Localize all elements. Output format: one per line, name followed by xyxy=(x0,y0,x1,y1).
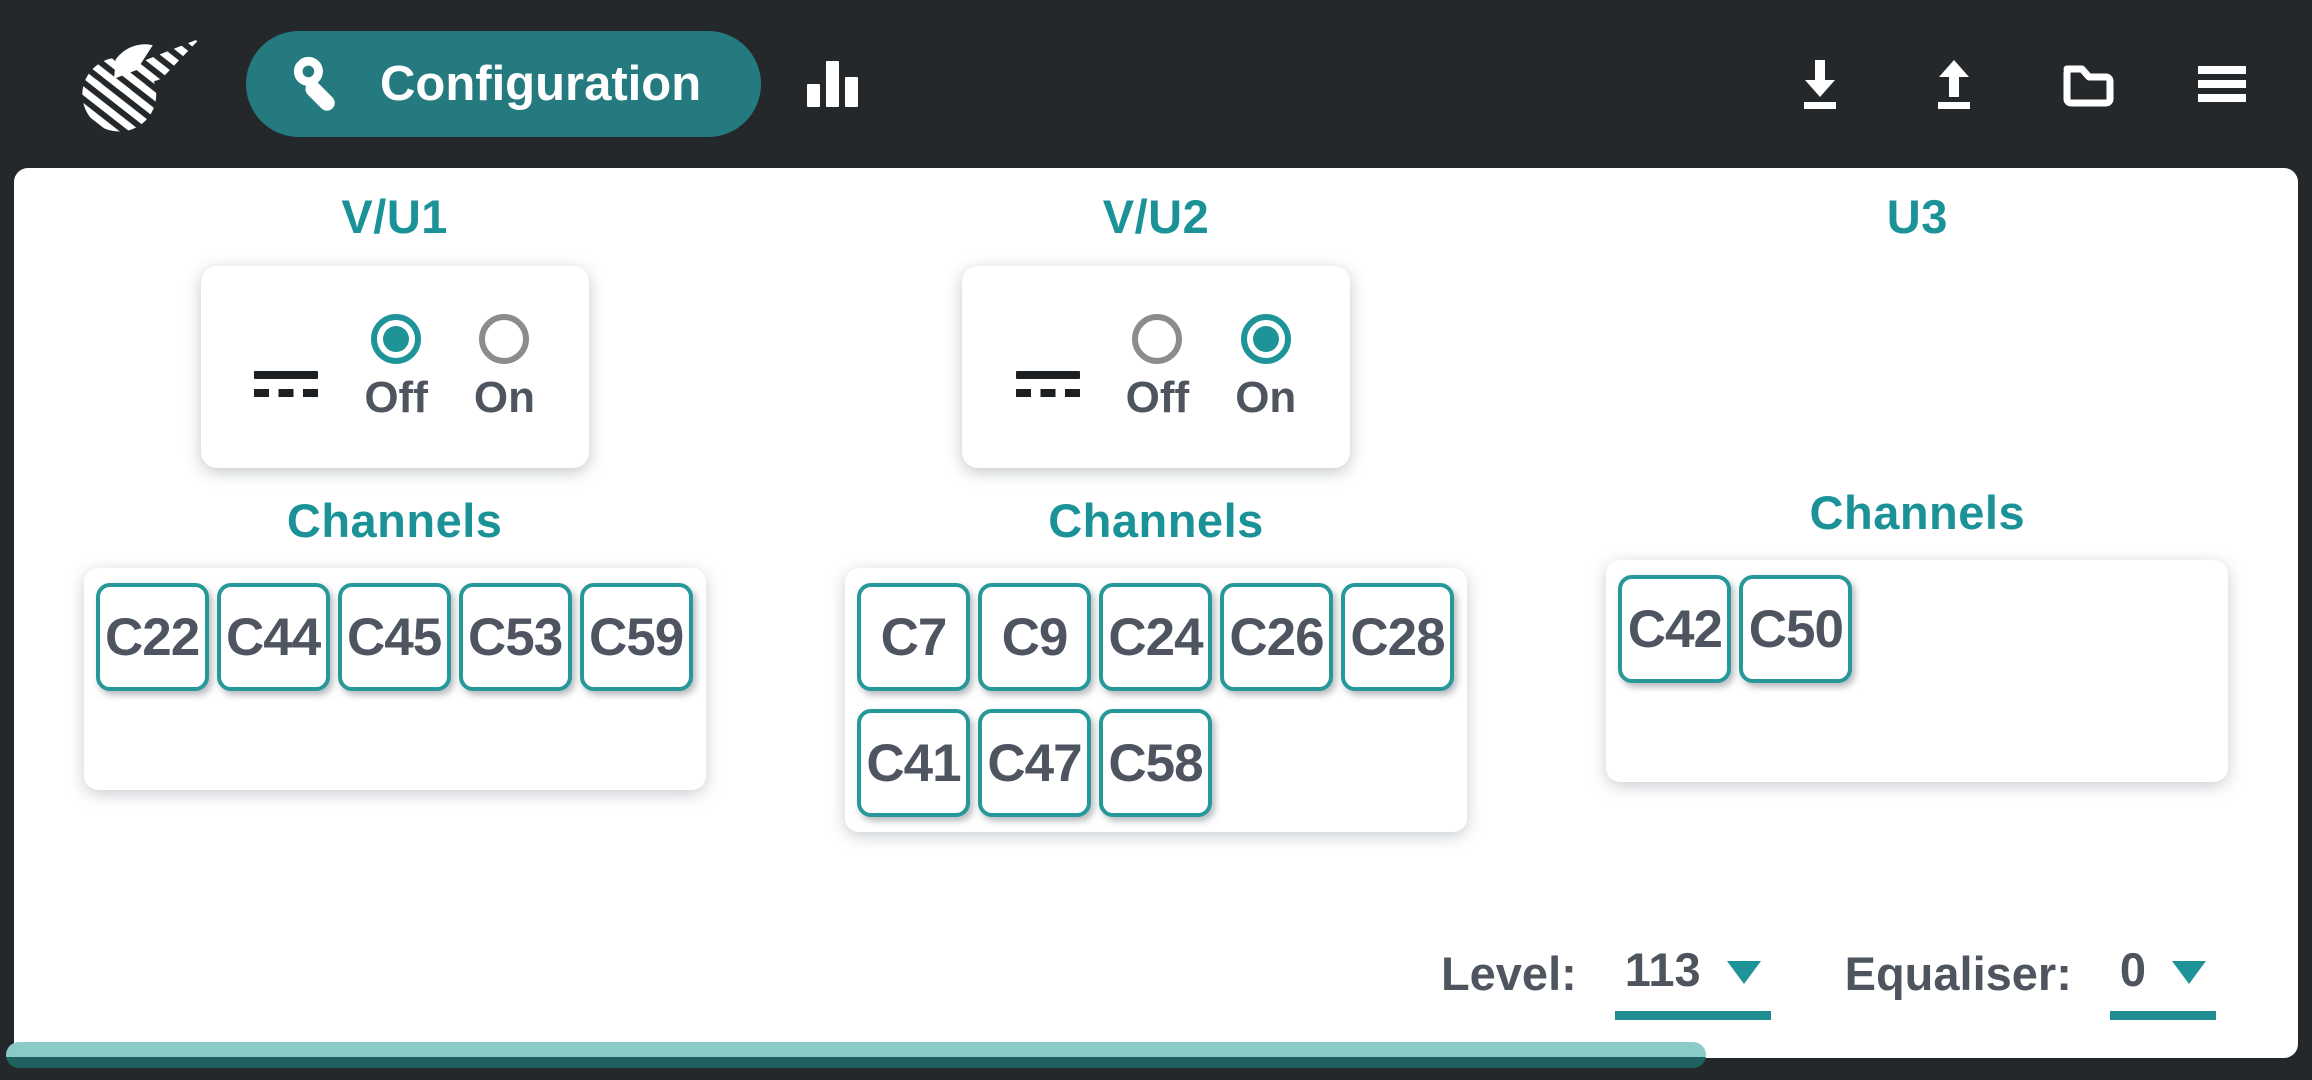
level-dropdown[interactable]: 113 xyxy=(1614,943,1771,1020)
power-card-placeholder xyxy=(1912,242,1922,488)
channel-button[interactable]: C59 xyxy=(579,583,693,691)
input-columns: V/U1 Off On Channels C22 C44 xyxy=(14,168,2298,832)
channels-title: Channels xyxy=(1048,494,1264,547)
radio-on-label: On xyxy=(473,373,535,422)
level-label: Level: xyxy=(1440,947,1577,1000)
channel-button[interactable]: C26 xyxy=(1219,583,1333,691)
column-title: U3 xyxy=(1886,190,1948,243)
channel-button[interactable]: C42 xyxy=(1618,575,1732,683)
radio-off-label: Off xyxy=(364,373,428,422)
channel-button[interactable]: C47 xyxy=(977,709,1091,817)
channels-title: Channels xyxy=(286,494,503,547)
column-title: V/U1 xyxy=(341,190,448,243)
brand-logo xyxy=(82,38,201,132)
configuration-button[interactable]: Configuration xyxy=(246,31,762,137)
channel-button[interactable]: C28 xyxy=(1340,583,1454,691)
header-actions xyxy=(1792,56,2250,112)
bar-chart-icon[interactable] xyxy=(807,61,859,107)
horizontal-scrollbar-thumb[interactable] xyxy=(6,1042,1706,1068)
equaliser-label: Equaliser: xyxy=(1844,947,2072,1000)
column-title: V/U2 xyxy=(1102,190,1210,243)
radio-on[interactable] xyxy=(479,314,530,364)
bar-chart-bar xyxy=(826,61,840,107)
level-value: 113 xyxy=(1624,943,1701,996)
channel-button[interactable]: C58 xyxy=(1098,709,1212,817)
power-on-option[interactable]: On xyxy=(474,314,535,420)
channel-button[interactable]: C9 xyxy=(977,583,1091,691)
configuration-label: Configuration xyxy=(380,57,702,111)
equaliser-value: 0 xyxy=(2119,943,2146,996)
chevron-down-icon xyxy=(1726,961,1761,984)
column-vu2: V/U2 Off On Channels C7 C9 C2 xyxy=(775,192,1536,832)
channel-button[interactable]: C7 xyxy=(856,583,970,691)
radio-on-label: On xyxy=(1235,373,1297,422)
output-controls: Level: 113 Equaliser: 0 xyxy=(1441,946,2216,1020)
channel-button[interactable]: C50 xyxy=(1739,575,1853,683)
radio-off[interactable] xyxy=(371,314,422,364)
radio-off[interactable] xyxy=(1132,314,1183,364)
folder-icon[interactable] xyxy=(2060,56,2116,112)
channels-card: C22 C44 C45 C53 C59 xyxy=(83,568,706,790)
power-off-option[interactable]: Off xyxy=(364,314,428,420)
download-icon[interactable] xyxy=(1792,56,1848,112)
radio-on[interactable] xyxy=(1240,314,1291,364)
column-u3: U3 Channels C42 C50 xyxy=(1537,192,2298,832)
channel-button[interactable]: C24 xyxy=(1098,583,1212,691)
dc-power-icon xyxy=(1015,371,1080,397)
power-card: Off On xyxy=(200,266,589,468)
equaliser-dropdown[interactable]: 0 xyxy=(2109,943,2216,1020)
bar-chart-bar xyxy=(845,77,859,107)
channels-title: Channels xyxy=(1809,486,2026,539)
chevron-down-icon xyxy=(2172,961,2206,984)
channel-button[interactable]: C45 xyxy=(337,583,451,691)
channel-button[interactable]: C53 xyxy=(458,583,572,691)
hamburger-menu-icon[interactable] xyxy=(2194,56,2250,112)
dc-power-icon xyxy=(254,371,319,397)
top-bar: Configuration xyxy=(0,0,2312,168)
column-vu1: V/U1 Off On Channels C22 C44 xyxy=(14,192,775,832)
channels-card: C7 C9 C24 C26 C28 C41 C47 C58 xyxy=(844,568,1467,832)
radio-off-label: Off xyxy=(1125,373,1190,422)
power-card: Off On xyxy=(961,266,1350,468)
bar-chart-bar xyxy=(807,84,821,107)
channel-button[interactable]: C44 xyxy=(216,583,330,691)
upload-icon[interactable] xyxy=(1926,56,1982,112)
power-on-option[interactable]: On xyxy=(1235,314,1296,420)
wrench-icon xyxy=(290,53,352,115)
power-off-option[interactable]: Off xyxy=(1125,314,1190,422)
channels-card: C42 C50 xyxy=(1606,560,2229,782)
main-panel: V/U1 Off On Channels C22 C44 xyxy=(14,168,2298,1058)
channel-button[interactable]: C22 xyxy=(95,583,209,691)
channel-button[interactable]: C41 xyxy=(856,709,970,817)
